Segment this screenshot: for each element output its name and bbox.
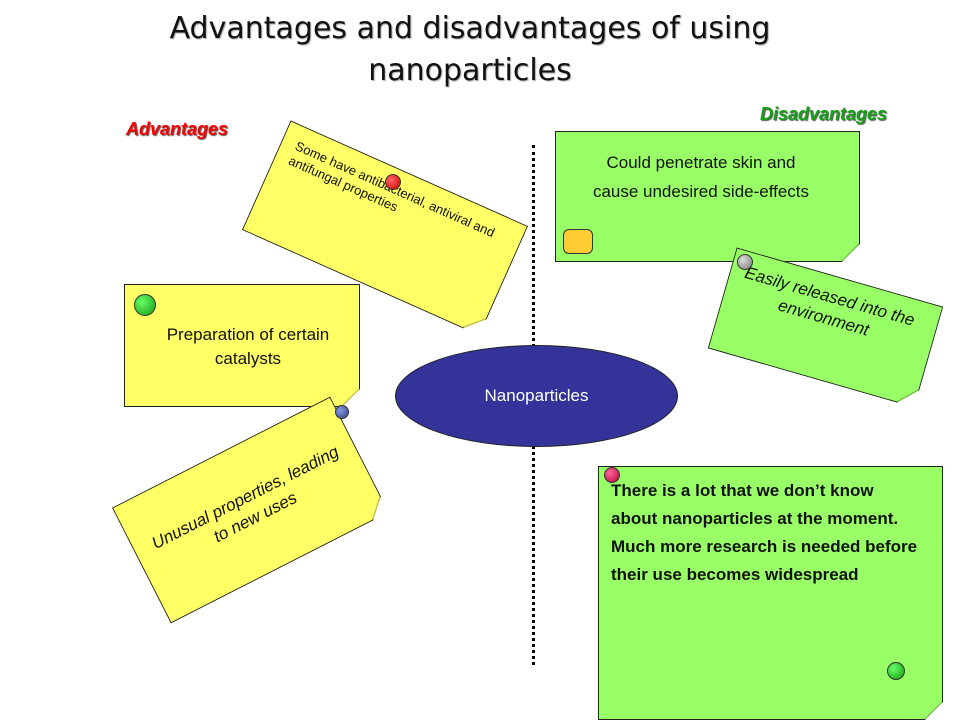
pin-crimson-icon bbox=[604, 467, 620, 483]
pin-red-icon bbox=[385, 174, 401, 190]
pin-green-icon bbox=[887, 662, 905, 680]
disadvantage-note-unknown: There is a lot that we don’t know about … bbox=[598, 466, 943, 720]
advantage-text-catalysts: Preparation of certain catalysts bbox=[166, 325, 330, 368]
advantage-text-unusual-properties: Unusual properties, leading to new uses bbox=[148, 442, 342, 553]
note-fold bbox=[896, 384, 918, 406]
disadvantage-note-environment: Easily released into the environment bbox=[708, 247, 944, 407]
pin-blue-icon bbox=[335, 405, 349, 419]
advantage-text-antibacterial: Some have antibacterial, antiviral and a… bbox=[286, 138, 498, 241]
note-fold bbox=[924, 701, 942, 719]
note-fold bbox=[841, 243, 859, 261]
disadvantage-note-skin: Could penetrate skin and cause undesired… bbox=[555, 131, 860, 262]
disadvantage-text-unknown: There is a lot that we don’t know about … bbox=[611, 481, 918, 584]
nanoparticles-ellipse: Nanoparticles bbox=[395, 345, 678, 447]
pin-grey-icon bbox=[737, 254, 753, 270]
advantages-heading: Advantages bbox=[126, 119, 229, 139]
note-fold bbox=[341, 388, 359, 406]
note-fold bbox=[364, 496, 388, 520]
advantage-note-unusual-properties: Unusual properties, leading to new uses bbox=[112, 396, 389, 623]
pin-green-icon bbox=[134, 294, 156, 316]
pin-orange-icon bbox=[563, 229, 593, 254]
page-title: Advantages and disadvantages of using na… bbox=[169, 11, 771, 88]
note-fold bbox=[462, 311, 486, 335]
disadvantages-heading: Disadvantages bbox=[760, 104, 888, 124]
disadvantage-text-environment: Easily released into the environment bbox=[742, 263, 917, 340]
disadvantage-text-skin: Could penetrate skin and cause undesired… bbox=[592, 153, 810, 201]
advantage-note-catalysts: Preparation of certain catalysts bbox=[124, 284, 360, 407]
